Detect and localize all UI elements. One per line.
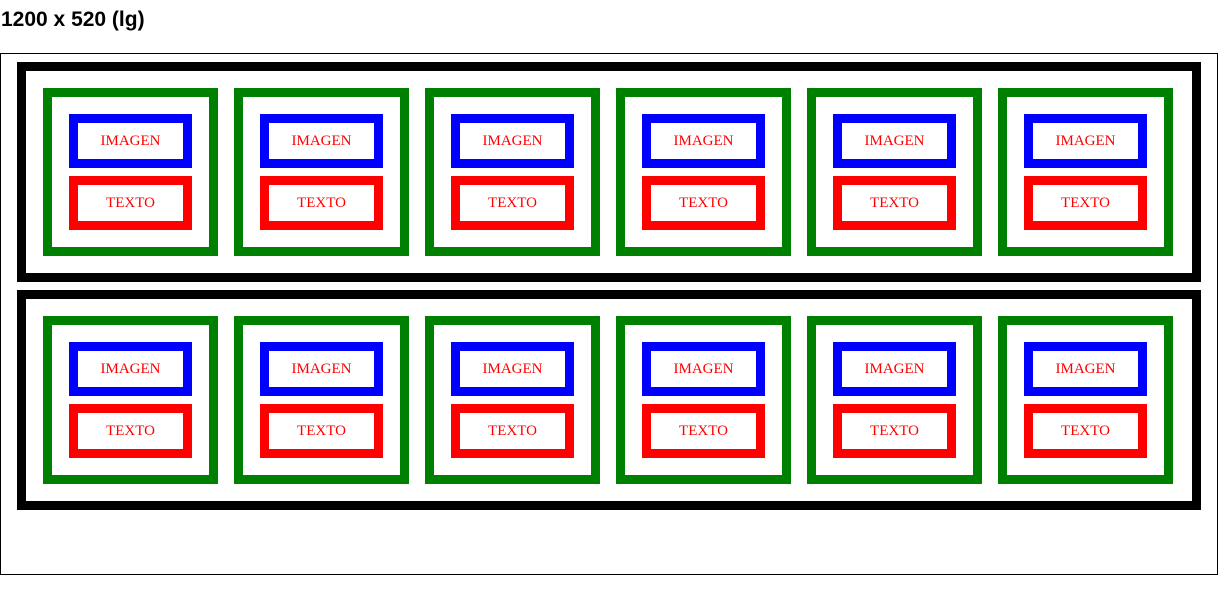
card: IMAGEN TEXTO <box>425 316 600 484</box>
card: IMAGEN TEXTO <box>616 88 791 256</box>
card: IMAGEN TEXTO <box>616 316 791 484</box>
image-placeholder: IMAGEN <box>642 342 765 396</box>
text-placeholder: TEXTO <box>260 404 383 458</box>
image-placeholder: IMAGEN <box>451 342 574 396</box>
image-placeholder: IMAGEN <box>451 114 574 168</box>
image-placeholder: IMAGEN <box>833 114 956 168</box>
card: IMAGEN TEXTO <box>234 316 409 484</box>
grid-row-2: IMAGEN TEXTO IMAGEN TEXTO IMAGEN TEXTO I… <box>17 290 1201 510</box>
text-placeholder: TEXTO <box>69 404 192 458</box>
card: IMAGEN TEXTO <box>998 316 1173 484</box>
card: IMAGEN TEXTO <box>43 316 218 484</box>
image-placeholder: IMAGEN <box>69 114 192 168</box>
card: IMAGEN TEXTO <box>425 88 600 256</box>
text-placeholder: TEXTO <box>69 176 192 230</box>
text-placeholder: TEXTO <box>833 404 956 458</box>
text-placeholder: TEXTO <box>451 176 574 230</box>
card: IMAGEN TEXTO <box>807 316 982 484</box>
card: IMAGEN TEXTO <box>234 88 409 256</box>
page-title: 1200 x 520 (lg) <box>1 8 145 31</box>
image-placeholder: IMAGEN <box>1024 342 1147 396</box>
viewport-frame: IMAGEN TEXTO IMAGEN TEXTO IMAGEN TEXTO I… <box>0 53 1218 575</box>
image-placeholder: IMAGEN <box>1024 114 1147 168</box>
text-placeholder: TEXTO <box>1024 404 1147 458</box>
image-placeholder: IMAGEN <box>260 114 383 168</box>
image-placeholder: IMAGEN <box>69 342 192 396</box>
text-placeholder: TEXTO <box>260 176 383 230</box>
text-placeholder: TEXTO <box>833 176 956 230</box>
card: IMAGEN TEXTO <box>998 88 1173 256</box>
card: IMAGEN TEXTO <box>43 88 218 256</box>
text-placeholder: TEXTO <box>642 176 765 230</box>
image-placeholder: IMAGEN <box>260 342 383 396</box>
text-placeholder: TEXTO <box>642 404 765 458</box>
image-placeholder: IMAGEN <box>642 114 765 168</box>
text-placeholder: TEXTO <box>451 404 574 458</box>
text-placeholder: TEXTO <box>1024 176 1147 230</box>
grid-row-1: IMAGEN TEXTO IMAGEN TEXTO IMAGEN TEXTO I… <box>17 62 1201 282</box>
card: IMAGEN TEXTO <box>807 88 982 256</box>
image-placeholder: IMAGEN <box>833 342 956 396</box>
